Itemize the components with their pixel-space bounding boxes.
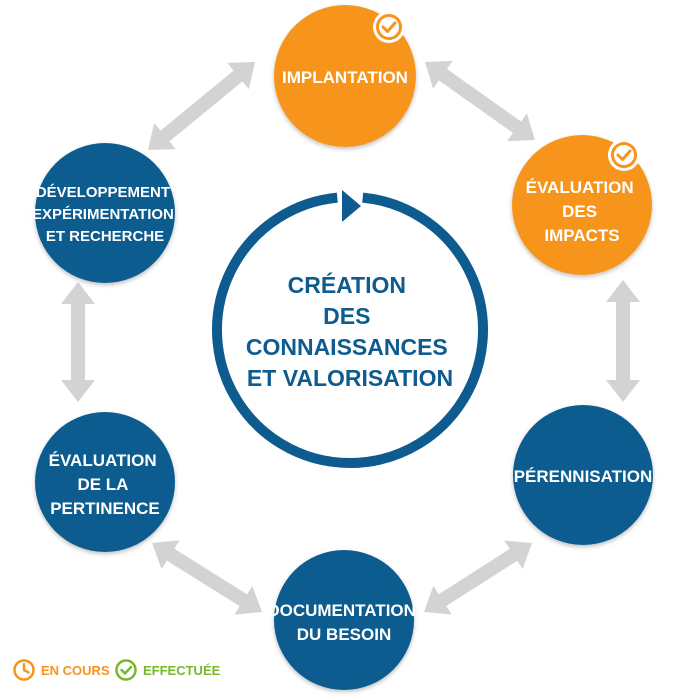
node-label: ÉVALUATION DE LA PERTINENCE (49, 451, 162, 518)
double-arrow-icon (61, 282, 95, 402)
double-arrow-icon (148, 62, 255, 151)
check-icon (115, 659, 137, 681)
node-label-line: DES (562, 202, 597, 221)
legend-label: EFFECTUÉE (143, 663, 221, 678)
node-label-line: ÉVALUATION (49, 451, 157, 470)
node-implantation: IMPLANTATION (274, 5, 416, 147)
node-label-line: PÉRENNISATION (514, 467, 653, 486)
double-arrow-icon (425, 60, 536, 142)
node-evaluation-pertinence: ÉVALUATION DE LA PERTINENCE (35, 412, 175, 552)
node-label-line: DÉVELOPPEMENT (36, 184, 170, 201)
center-title-line: CONNAISSANCES (246, 334, 448, 360)
node-label-line: DU BESOIN (297, 625, 391, 644)
node-label-line: ÉVALUATION (526, 178, 634, 197)
node-evaluation-impacts: ÉVALUATION DES IMPACTS (512, 135, 652, 275)
node-label: IMPLANTATION (282, 68, 408, 87)
cycle-arrowhead-icon (342, 190, 361, 222)
node-label-line: DOCUMENTATION (267, 601, 416, 620)
check-icon (608, 139, 640, 171)
legend: EN COURS EFFECTUÉE (13, 659, 221, 681)
double-arrow-icon (151, 540, 262, 615)
legend-item-en-cours: EN COURS (13, 659, 110, 681)
center-title-line: CRÉATION (288, 271, 406, 298)
node-label-line: ET RECHERCHE (46, 228, 164, 245)
center-title: CRÉATION DES CONNAISSANCES ET VALORISATI… (246, 271, 454, 391)
node-documentation-besoin: DOCUMENTATION DU BESOIN (267, 550, 420, 690)
connector-arrows (61, 60, 640, 615)
node-perennisation: PÉRENNISATION (513, 405, 653, 545)
center-cycle: CRÉATION DES CONNAISSANCES ET VALORISATI… (212, 190, 488, 468)
double-arrow-icon (606, 280, 640, 402)
node-label-line: IMPACTS (544, 226, 619, 245)
node-label: ÉVALUATION DES IMPACTS (526, 178, 639, 245)
center-title-line: ET VALORISATION (247, 365, 453, 391)
check-icon (373, 11, 405, 43)
cycle-ring (212, 192, 488, 468)
node-label: PÉRENNISATION (514, 467, 653, 486)
legend-label: EN COURS (41, 663, 110, 678)
node-label-line: EXPÉRIMENTATION (32, 206, 174, 223)
node-label: DÉVELOPPEMENT EXPÉRIMENTATION ET RECHERC… (32, 184, 178, 245)
node-label: DOCUMENTATION DU BESOIN (267, 601, 420, 644)
legend-item-effectuee: EFFECTUÉE (115, 659, 221, 681)
node-developpement: DÉVELOPPEMENT EXPÉRIMENTATION ET RECHERC… (32, 143, 178, 283)
double-arrow-icon (423, 540, 532, 615)
clock-icon (13, 659, 35, 681)
node-label-line: PERTINENCE (50, 499, 160, 518)
node-label-line: DE LA (77, 475, 128, 494)
node-label-line: IMPLANTATION (282, 68, 408, 87)
center-title-line: DES (323, 303, 370, 329)
